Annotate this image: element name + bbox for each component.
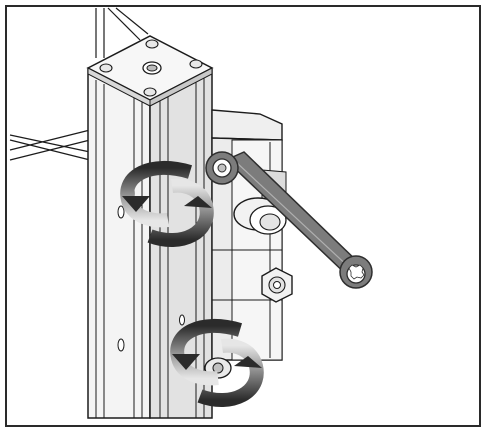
rotation-arrow-icon bbox=[170, 319, 264, 407]
wrench-icon bbox=[205, 151, 373, 289]
rotation-arrow-icon bbox=[120, 161, 214, 247]
hex-nut bbox=[261, 267, 293, 303]
top-cap-plate bbox=[86, 35, 214, 107]
background-frame-tubes bbox=[9, 7, 149, 161]
vertical-profile bbox=[87, 68, 213, 419]
